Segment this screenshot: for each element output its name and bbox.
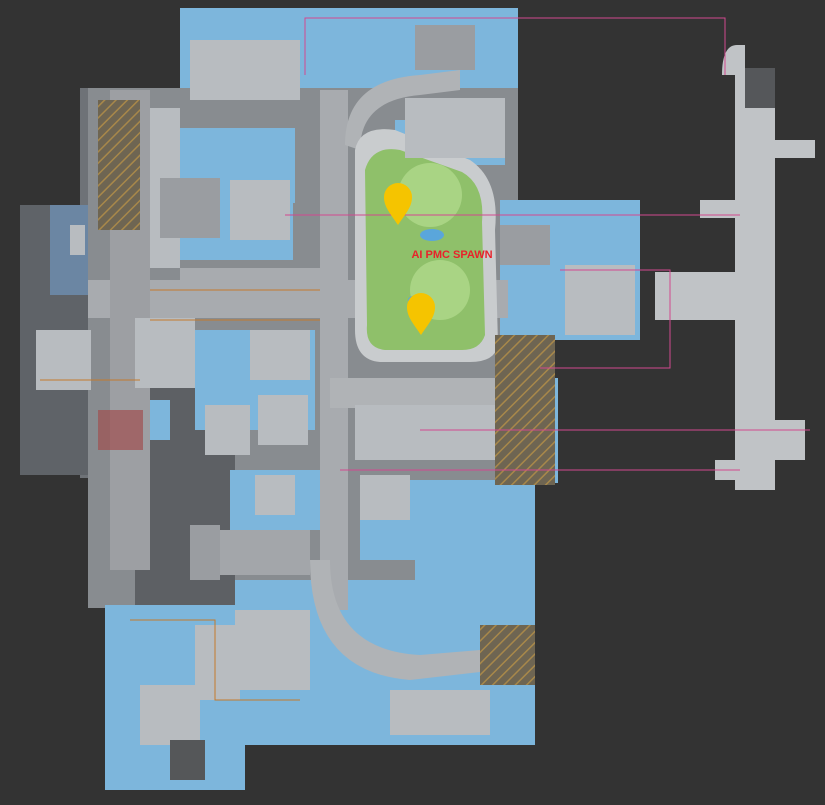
map-pin-icon[interactable] — [384, 183, 412, 225]
hazard-zones — [98, 100, 555, 685]
orange-connectors — [40, 289, 320, 701]
map-pin-icon[interactable] — [407, 293, 435, 335]
underground-corridor — [655, 45, 815, 490]
connector-lines — [285, 17, 810, 471]
spawn-label: AI PMC SPAWN — [411, 249, 492, 261]
